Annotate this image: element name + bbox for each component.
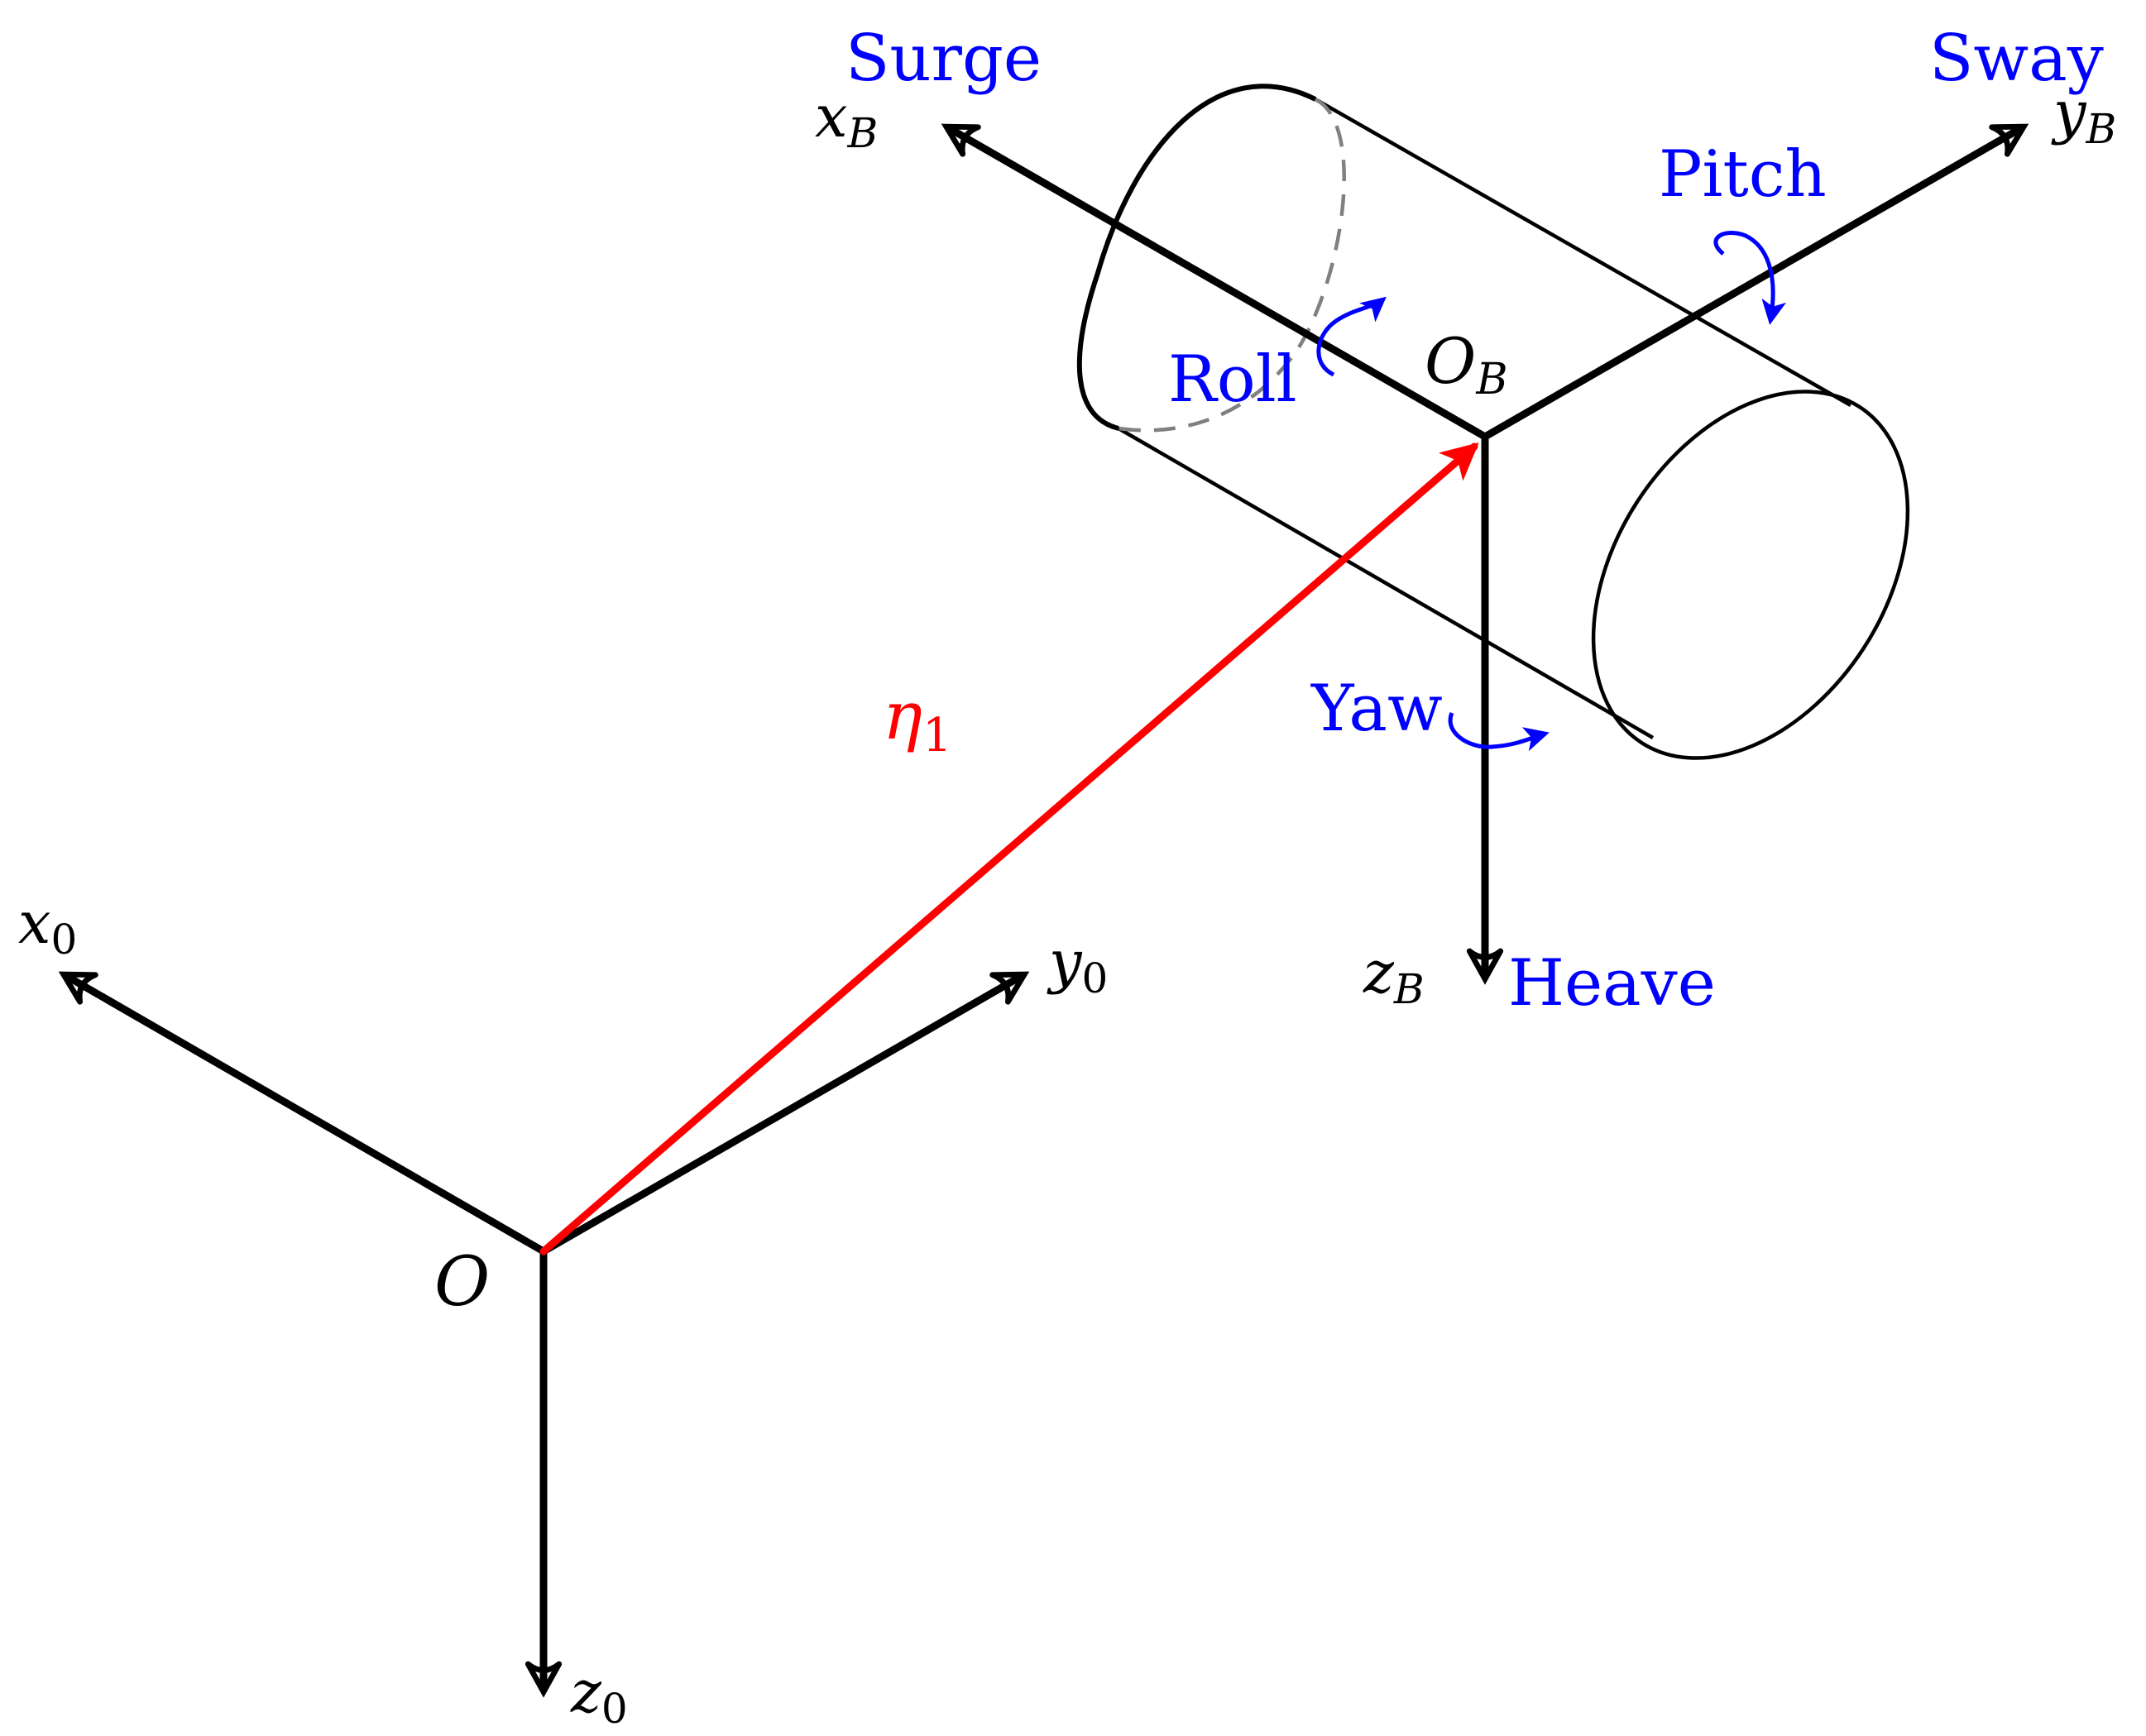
z0-axis-label: z0 — [570, 1658, 628, 1733]
cylinder-top-edge — [1314, 98, 1852, 407]
pitch-rotation-arrow — [1713, 231, 1787, 325]
surge-label: Surge — [845, 22, 1042, 96]
vehicle-body — [1076, 84, 1910, 760]
xB-axis-label: xB — [815, 83, 878, 157]
body-frame — [941, 123, 2029, 985]
heave-label: Heave — [1508, 946, 1716, 1021]
y0-axis — [539, 971, 1030, 1255]
zB-axis-label: zB — [1363, 939, 1425, 1013]
yaw-label: Yaw — [1310, 672, 1443, 746]
eta1-label: η1 — [883, 677, 952, 763]
y0-axis-label: y0 — [1047, 928, 1108, 1002]
yB-axis — [1481, 123, 2029, 441]
yB-axis-label: yB — [2051, 79, 2116, 153]
cylinder-front-end — [1076, 84, 1317, 431]
roll-rotation-arrow — [1316, 296, 1387, 377]
inertial-origin-label: O — [434, 1243, 490, 1322]
xB-axis — [941, 123, 1489, 441]
yaw-rotation-arrow — [1448, 712, 1550, 752]
x0-axis-label: x0 — [18, 889, 77, 964]
roll-label: Roll — [1168, 342, 1297, 417]
x0-axis — [58, 971, 548, 1255]
pitch-label: Pitch — [1659, 137, 1827, 212]
cylinder-bottom-edge — [1117, 427, 1655, 739]
rotation-indicators — [1316, 231, 1787, 752]
body-origin-label: OB — [1425, 324, 1508, 404]
position-vector-eta1 — [539, 442, 1479, 1255]
cylinder-rear-end — [1591, 390, 1910, 760]
sway-label: Sway — [1929, 22, 2104, 96]
inertial-frame — [58, 971, 1030, 1698]
cylinder-hidden-end — [1118, 97, 1346, 433]
